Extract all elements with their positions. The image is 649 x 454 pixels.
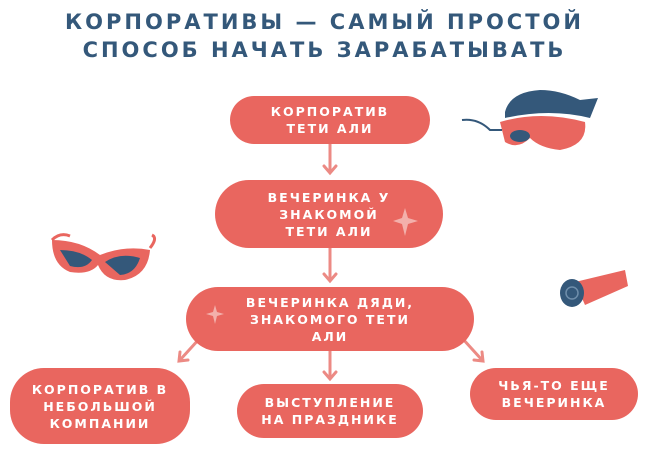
party-horn-icon (560, 270, 628, 307)
arrow-3-6 (460, 336, 485, 363)
arrow-1-2 (322, 141, 338, 176)
node-label: ВЫСТУПЛЕНИЕ НА ПРАЗДНИКЕ (261, 395, 399, 427)
node-small-company: КОРПОРАТИВ В НЕБОЛЬШОЙ КОМПАНИИ (10, 368, 190, 444)
page-title: КОРПОРАТИВЫ — САМЫЙ ПРОСТОЙ СПОСОБ НАЧАТ… (0, 8, 649, 64)
node-holiday-performance: ВЫСТУПЛЕНИЕ НА ПРАЗДНИКЕ (237, 384, 423, 438)
pirate-hat-icon (461, 90, 598, 150)
node-label: ВЕЧЕРИНКА У ЗНАКОМОЙ ТЕТИ АЛИ (267, 189, 391, 239)
arrow-2-3 (322, 246, 338, 284)
sparkle-icon (206, 305, 224, 324)
node-party-acquaintance: ВЕЧЕРИНКА У ЗНАКОМОЙ ТЕТИ АЛИ (215, 180, 443, 248)
node-someone-else-party: ЧЬЯ-ТО ЕЩЕ ВЕЧЕРИНКА (470, 368, 638, 420)
title-line-1: КОРПОРАТИВЫ — САМЫЙ ПРОСТОЙ (65, 10, 584, 34)
arrow-3-5 (322, 348, 338, 382)
party-glasses-icon (50, 233, 157, 281)
node-party-uncle: ВЕЧЕРИНКА ДЯДИ, ЗНАКОМОГО ТЕТИ АЛИ (186, 287, 474, 351)
node-label: КОРПОРАТИВ В НЕБОЛЬШОЙ КОМПАНИИ (31, 381, 169, 431)
title-line-2: СПОСОБ НАЧАТЬ ЗАРАБАТЫВАТЬ (82, 38, 567, 62)
node-label: ЧЬЯ-ТО ЕЩЕ ВЕЧЕРИНКА (498, 378, 610, 410)
node-corporate-aunt-alya: КОРПОРАТИВ ТЕТИ АЛИ (230, 96, 430, 144)
node-label: ВЕЧЕРИНКА ДЯДИ, ЗНАКОМОГО ТЕТИ АЛИ (245, 294, 415, 344)
node-label: КОРПОРАТИВ ТЕТИ АЛИ (270, 104, 390, 136)
sparkle-icon (393, 208, 418, 236)
